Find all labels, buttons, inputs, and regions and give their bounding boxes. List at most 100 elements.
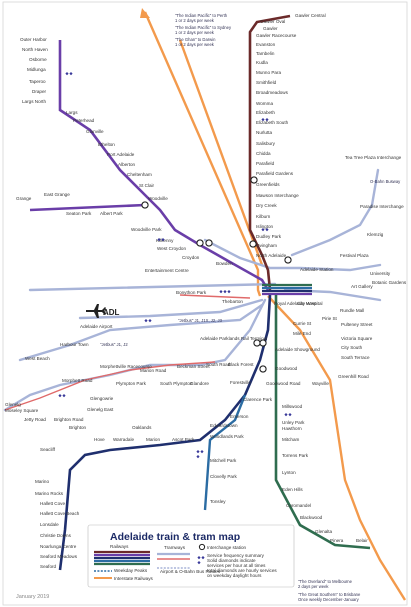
station-peterhead: Peterhead xyxy=(73,118,95,123)
station-osborne: Osborne xyxy=(29,57,47,62)
station-croydon: Croydon xyxy=(182,255,200,260)
station-ovingham: Ovingham xyxy=(256,243,277,248)
station-gawler-oval: Gawler Oval xyxy=(260,19,285,24)
interchange-woodville xyxy=(141,201,149,209)
interchange-entertainment xyxy=(205,239,213,247)
interchange-markers xyxy=(141,176,292,373)
station-beckman-street: Beckman Street xyxy=(177,364,210,369)
station-parafield: Parafield xyxy=(256,161,275,166)
station-botanic-gardens: Botanic Gardens xyxy=(372,280,407,285)
station-adelaide-showground: Adelaide Showground xyxy=(275,347,320,352)
station-rundle-mall: Rundle Mall xyxy=(340,308,364,313)
station-moseley: Moseley Square xyxy=(5,408,39,413)
station-greenhill-road: Greenhill Road xyxy=(338,374,369,379)
interchange-goodwood xyxy=(259,365,267,373)
station-adelaide-airport: Adelaide Airport xyxy=(80,324,113,329)
note-indian-pacific-sydney: "The Indian Pacific" to Sydney xyxy=(175,25,232,30)
station-north-adelaide: North Adelaide xyxy=(256,253,287,258)
station-smithfield: Smithfield xyxy=(256,80,277,85)
interstate-arrow-north xyxy=(140,8,150,18)
station-largs-north: Largs North xyxy=(22,99,46,104)
station-womma: Womma xyxy=(256,101,273,106)
station-woodville: Woodville xyxy=(148,196,168,201)
station-glengowrie: Glengowrie xyxy=(90,396,114,401)
station-mawson-interchange: Mawson Interchange xyxy=(256,193,299,198)
legend-service-summary-2: Solid diamonds indicate xyxy=(207,558,256,563)
station-evanston: Evanston xyxy=(256,42,276,47)
station-midlunga: Midlunga xyxy=(27,67,46,72)
note-overland-freq: 2 days per week xyxy=(298,584,329,589)
seaford-line xyxy=(58,294,272,571)
note-indian-pacific-sydney-freq: 1 or 2 days per week xyxy=(175,30,215,35)
station-elizabeth: Elizabeth xyxy=(256,110,275,115)
station-seacliff: Seacliff xyxy=(40,447,56,452)
station-lynton: Lynton xyxy=(282,470,296,475)
station-city-west: City West xyxy=(297,301,317,306)
legend-railways: Railways xyxy=(110,544,129,549)
station-belair: Belair xyxy=(356,538,368,543)
station-gawler: Gawler xyxy=(263,26,278,31)
station-elizabeth-south: Elizabeth South xyxy=(256,120,289,125)
station-glenelg: Glenelg xyxy=(5,402,21,407)
station-glenelg-east: Glenelg East xyxy=(87,407,114,412)
map-title: Adelaide train & tram map xyxy=(110,531,240,543)
station-oaklands: Oaklands xyxy=(132,425,152,430)
station-torrens-park: Torrens Park xyxy=(282,453,309,458)
station-adelaide-station: Adelaide Station xyxy=(300,267,334,272)
station-forestville: Forestville xyxy=(230,380,251,385)
station-mitchell-park: Mitchell Park xyxy=(210,458,237,463)
station-brighton-road: Brighton Road xyxy=(54,417,84,422)
station-morphettville-racecourse: Morphettville Racecourse xyxy=(100,364,152,369)
station-wayville: Wayville xyxy=(312,381,329,386)
station-bowden: Bowden xyxy=(216,261,233,266)
station-art-gallery: Art Gallery xyxy=(351,284,373,289)
station-munno-para: Munno Para xyxy=(256,70,281,75)
note-indian-pacific-perth-freq: 1 or 2 days per week xyxy=(175,18,215,23)
station-victoria-square: Victoria Square xyxy=(341,336,373,341)
legend-box xyxy=(87,524,295,588)
station-harbour-town: Harbour Town xyxy=(60,342,89,347)
diamond-icons xyxy=(197,556,205,565)
station-taperoo: Taperoo xyxy=(29,79,46,84)
jetbus-note: "Jetbus" J1, J1X, J2, J3 xyxy=(178,318,223,323)
station-kilburn: Kilburn xyxy=(256,214,271,219)
station-marino: Marino xyxy=(35,479,49,484)
legend-airport-bus: Airport & O-Bahn Bus Routes xyxy=(160,569,221,574)
obahn-busway-label: O-Bahn Busway xyxy=(370,179,401,184)
gawler-labels: Gawler Central Gawler Oval Gawler Gawler… xyxy=(256,13,334,272)
station-currie-st: Currie St xyxy=(293,321,312,326)
station-parafield-gardens: Parafield Gardens xyxy=(256,171,294,176)
note-ghan: "The Ghan" to Darwin xyxy=(175,37,216,42)
station-mile-end: Mile End xyxy=(293,331,311,336)
station-south-road: South Road xyxy=(206,362,231,367)
station-outer-harbor: Outer Harbor xyxy=(20,37,47,42)
interstate-lines xyxy=(143,11,407,601)
legend-interstate: Interstate Railways xyxy=(114,576,154,581)
station-gawler-central: Gawler Central xyxy=(295,13,326,18)
station-tea-tree-plaza: Tea Tree Plaza Interchange xyxy=(345,155,402,160)
belair-labels: Millswood Unley Park Hawthorn Mitcham To… xyxy=(282,404,368,543)
station-unley-park: Unley Park xyxy=(282,420,305,425)
legend-service-summary-4: total diamonds are hourly services xyxy=(207,568,277,573)
grange-labels: Grange East Grange Seaton Park Albert Pa… xyxy=(16,192,123,216)
station-chidda: Chidda xyxy=(256,151,271,156)
station-plympton-park: Plympton Park xyxy=(116,381,147,386)
station-cheltenham: Cheltenham xyxy=(127,172,152,177)
interchange-adelaide xyxy=(284,256,292,264)
station-tambelin: Tambelin xyxy=(256,51,275,56)
station-west-croydon: West Croydon xyxy=(157,246,186,251)
jetbus-note-2: "Jetbus" J1, J2 xyxy=(100,342,128,347)
station-woodlands-park: Woodlands Park xyxy=(210,434,244,439)
city-bundle xyxy=(262,283,312,296)
station-noarlunga: Noarlunga Centre xyxy=(40,544,77,549)
obahn-labels: Tea Tree Plaza Interchange O-Bahn Busway… xyxy=(176,155,407,360)
station-clovelly-park: Clovelly Park xyxy=(210,474,238,479)
seaford-labels: Ascot Park Marion Oaklands Warradale Hov… xyxy=(35,425,195,569)
station-hallett-cove: Hallett Cove xyxy=(40,501,65,506)
station-brighton: Brighton xyxy=(69,425,87,430)
station-thebarton: Thebarton xyxy=(222,299,243,304)
station-broadmeadows: Broadmeadows xyxy=(256,90,289,95)
tonsley-labels: Clarence Park Emerson Edwardstown Woodla… xyxy=(210,397,273,504)
station-dry-creek: Dry Creek xyxy=(256,203,277,208)
station-nurlutta: Nurlutta xyxy=(256,130,273,135)
